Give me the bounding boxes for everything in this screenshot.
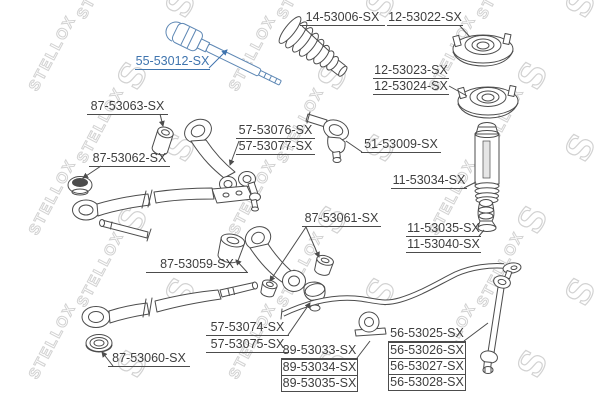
label-stabilizer-link-1[interactable]: 56-53025-SX bbox=[388, 326, 466, 342]
drawing-strut-mount-lower bbox=[457, 84, 519, 119]
drawing-upper-control-arm bbox=[184, 118, 261, 212]
stellox-logo-watermark: S bbox=[0, 272, 4, 312]
label-lower-control-arm-2[interactable]: 57-53075-SX bbox=[206, 337, 289, 353]
drawing-link-rod bbox=[99, 219, 152, 242]
label-strut-mount-upper[interactable]: 12-53022-SX bbox=[387, 10, 463, 26]
drawing-center-link bbox=[72, 187, 215, 221]
drawing-strut-mount-upper bbox=[452, 32, 514, 67]
drawing-shock-boot bbox=[474, 122, 500, 204]
label-tie-rod-end[interactable]: 51-53009-SX bbox=[361, 137, 441, 153]
drawing-drag-link bbox=[81, 281, 259, 328]
label-stabilizer-link-2[interactable]: 56-53026-SX bbox=[388, 342, 466, 359]
label-inner-tie-rod-selected[interactable]: 55-53012-SX bbox=[135, 54, 210, 70]
label-strut-mount-lower-1[interactable]: 12-53023-SX bbox=[373, 63, 449, 79]
drawing-inner-tie-rod[interactable] bbox=[163, 18, 285, 92]
label-shock-absorber-boot[interactable]: 11-53034-SX bbox=[391, 173, 467, 189]
label-upper-arm-bushing[interactable]: 87-53063-SX bbox=[87, 99, 168, 115]
drawing-bump-stop bbox=[477, 199, 497, 232]
drawing-tie-rod-end bbox=[305, 111, 349, 163]
drawing-steering-boot bbox=[278, 16, 348, 77]
label-idler-arm-bushing[interactable]: 87-53062-SX bbox=[89, 151, 170, 167]
stellox-logo-watermark: S bbox=[0, 128, 4, 168]
drawing-stabilizer-link bbox=[480, 269, 513, 374]
label-lower-control-arm-1[interactable]: 57-53074-SX bbox=[206, 320, 289, 336]
leader-lines bbox=[82, 25, 489, 367]
drawing-rear-upper-arm bbox=[244, 226, 334, 312]
label-rear-arm-bushing[interactable]: 87-53059-SX bbox=[146, 257, 248, 273]
label-upper-control-arm-2[interactable]: 57-53077-SX bbox=[236, 139, 315, 155]
drawing-idler-arm-bushing bbox=[67, 176, 93, 196]
drawing-upper-arm-bushing bbox=[151, 126, 174, 156]
label-link-rod-bushing[interactable]: 87-53060-SX bbox=[108, 351, 190, 367]
label-bump-stop-1[interactable]: 11-53035-SX bbox=[406, 221, 481, 237]
label-stabilizer-bushing-2[interactable]: 89-53034-SX bbox=[281, 359, 358, 376]
label-steering-rack-boot[interactable]: 14-53006-SX bbox=[300, 10, 385, 26]
label-bump-stop-2[interactable]: 11-53040-SX bbox=[406, 237, 481, 253]
drawing-stabilizer-bushing bbox=[354, 311, 387, 337]
label-upper-control-arm-1[interactable]: 57-53076-SX bbox=[236, 123, 315, 139]
label-stabilizer-bushing-3[interactable]: 89-53035-SX bbox=[281, 375, 358, 392]
label-stabilizer-link-3[interactable]: 56-53027-SX bbox=[388, 358, 466, 375]
label-strut-mount-lower-2[interactable]: 12-53024-SX bbox=[373, 79, 449, 95]
label-lower-arm-bushings[interactable]: 87-53061-SX bbox=[302, 211, 381, 227]
label-stabilizer-link-4[interactable]: 56-53028-SX bbox=[388, 374, 466, 391]
drawing-link-rod-bushing bbox=[85, 334, 113, 353]
label-stabilizer-bushing-1[interactable]: 89-53033-SX bbox=[281, 343, 358, 359]
drawing-stabilizer-bar bbox=[280, 262, 522, 320]
